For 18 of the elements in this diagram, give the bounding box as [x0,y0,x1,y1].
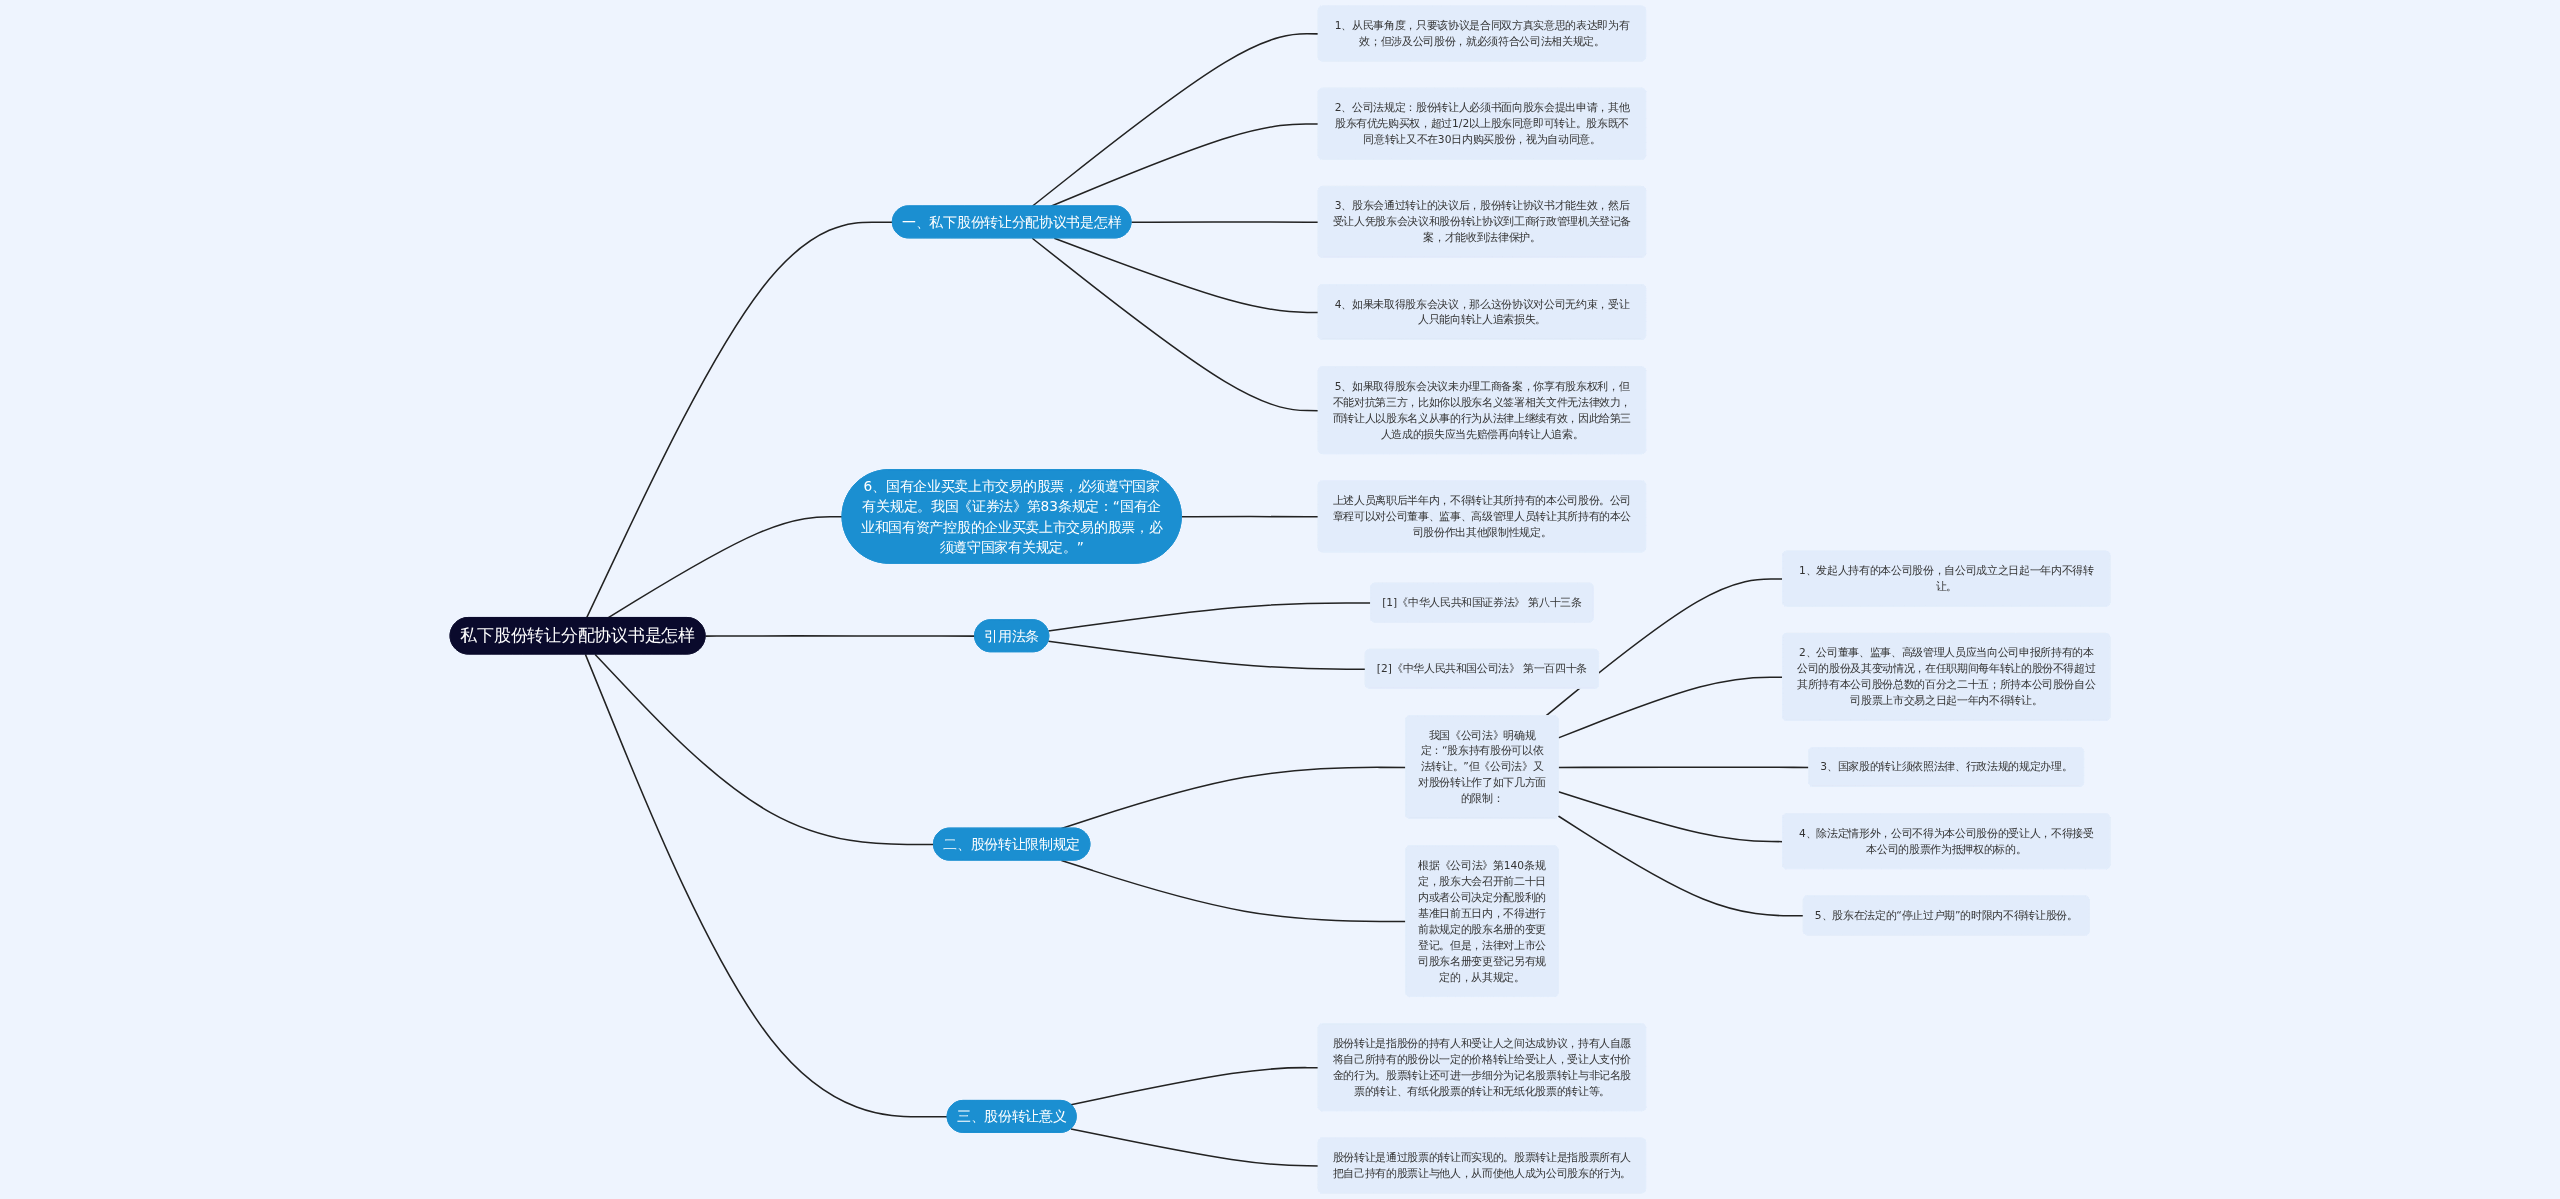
connector [1557,791,1784,843]
connector [1070,1066,1320,1106]
connector [1047,602,1372,632]
connector [1060,859,1407,923]
connector [704,635,976,637]
connector [607,516,844,619]
connector [1031,237,1320,412]
connector [1557,815,1805,917]
connector [1070,1128,1320,1167]
connector [1180,515,1320,518]
connector [1047,640,1367,670]
connector [1544,578,1784,717]
connector [1130,221,1320,223]
connector [1053,237,1320,314]
connector [584,653,949,1118]
connector [1557,676,1784,739]
connector [585,221,894,619]
connector [594,653,935,846]
